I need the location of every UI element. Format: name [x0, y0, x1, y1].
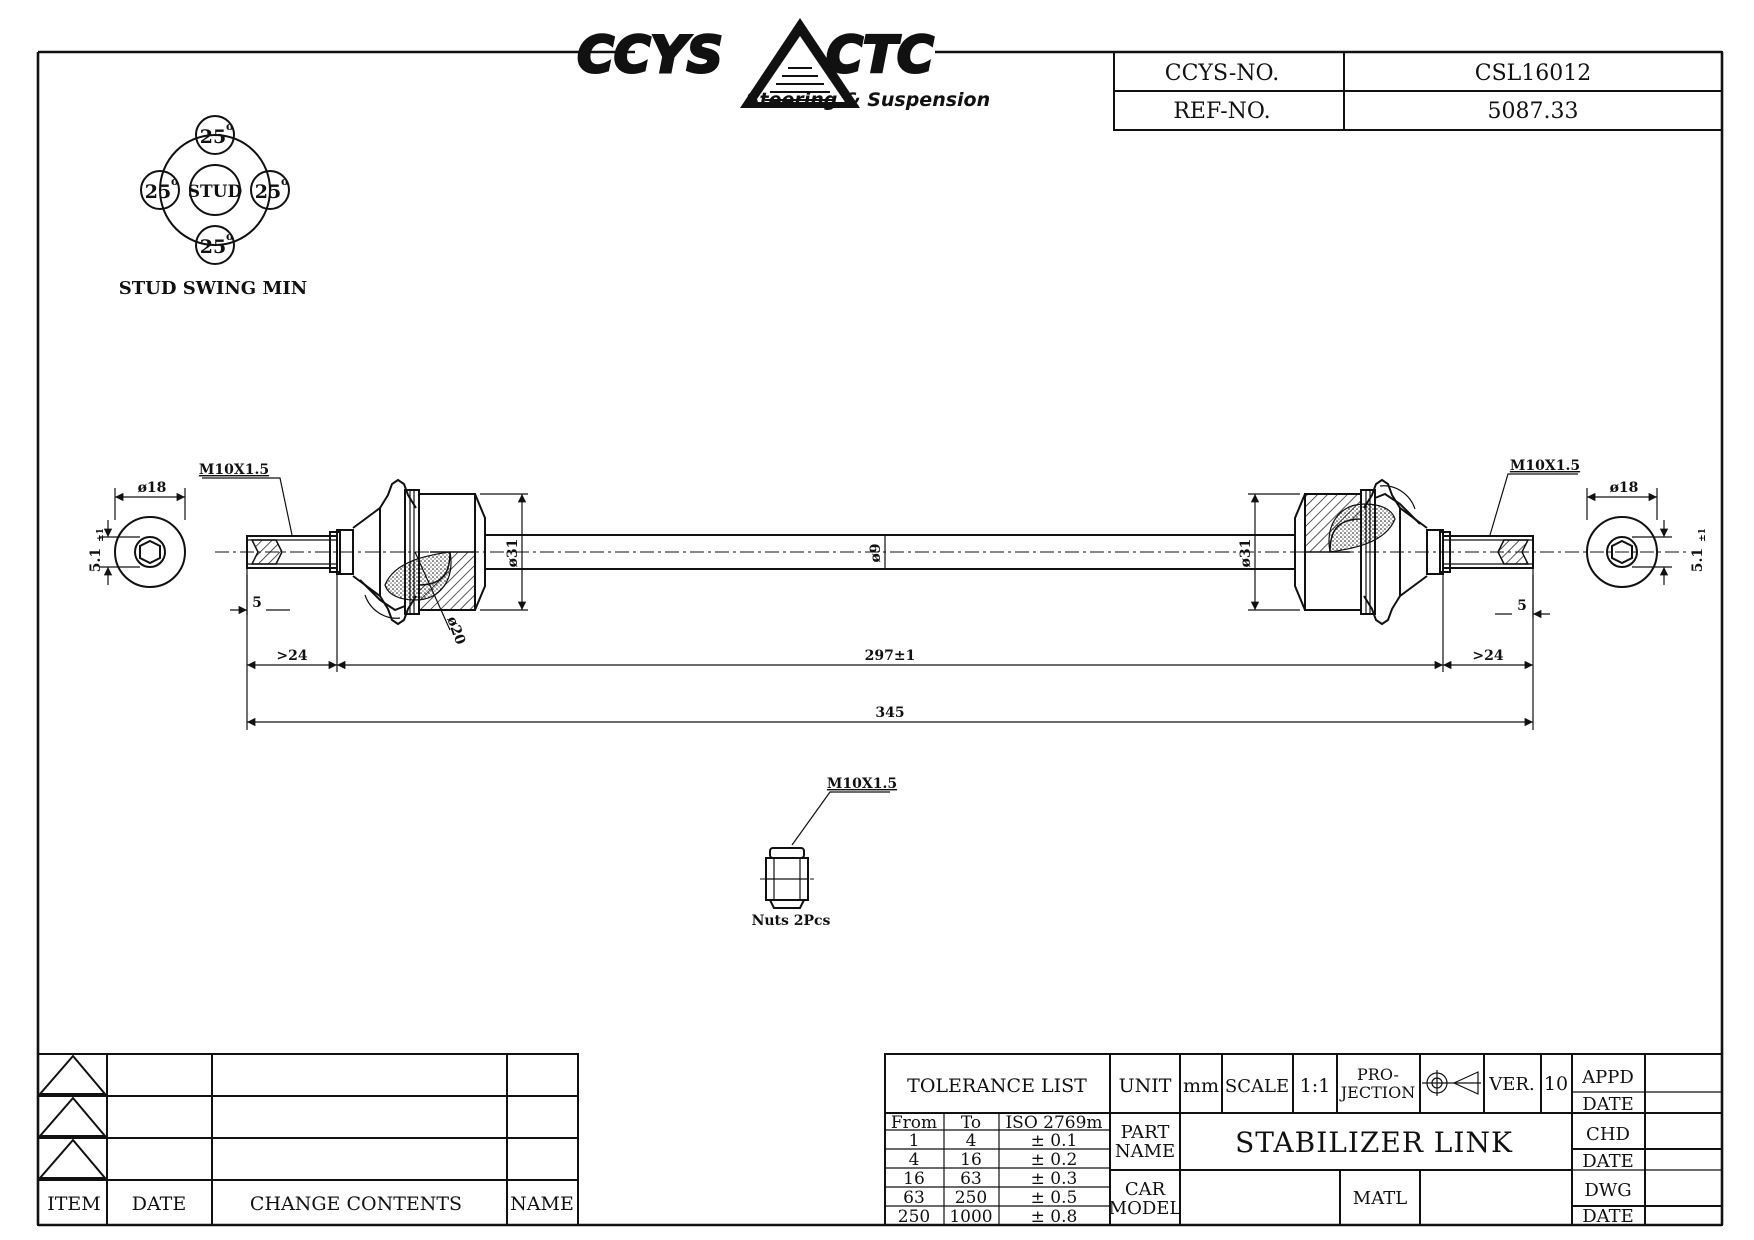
tol-row3-iso: ± 0.3 [1031, 1169, 1078, 1189]
rev-header-name: NAME [510, 1193, 574, 1215]
appd-date-label: DATE [1582, 1094, 1634, 1115]
left-ball-joint-housing [359, 478, 486, 631]
ref-no-label: REF-NO. [1173, 99, 1270, 124]
tol-row1-to: 4 [966, 1131, 977, 1151]
center-length-dim: 297±1 [865, 648, 916, 664]
appd-label: APPD [1581, 1067, 1634, 1088]
left-thread-label: M10X1.5 [199, 462, 269, 478]
tol-row5-to: 1000 [949, 1207, 992, 1227]
left-side-dim: 5.1 [88, 548, 104, 572]
tol-row1-from: 1 [909, 1131, 920, 1151]
right-diam18-label: ø18 [1610, 480, 1639, 496]
chd-label: CHD [1586, 1124, 1630, 1145]
rod-diam9-label: ø9 [868, 543, 884, 562]
right-side-tol: ±1 [1698, 528, 1708, 542]
nut-drawing: M10X1.5 Nuts 2Pcs [752, 776, 898, 929]
tolerance-title: TOLERANCE LIST [907, 1075, 1087, 1097]
part-name-label-2: NAME [1115, 1141, 1175, 1162]
part-name-value: STABILIZER LINK [1235, 1126, 1513, 1159]
tol-header-iso: ISO 2769m [1005, 1113, 1102, 1133]
projection-label-1: PRO- [1357, 1065, 1399, 1084]
tol-row3-to: 63 [960, 1169, 982, 1189]
header-number-table: CCYS-NO. CSL16012 REF-NO. 5087.33 [1113, 51, 1723, 131]
left-gt24-dim: >24 [276, 648, 307, 664]
rev-header-change: CHANGE CONTENTS [250, 1193, 462, 1215]
stud-swing-diagram: STUD 25 25 25 25 o o o o STUD SWING MIN [119, 115, 308, 299]
scale-label: SCALE [1225, 1076, 1289, 1097]
matl-label: MATL [1353, 1188, 1407, 1209]
ver-label: VER. [1488, 1074, 1534, 1095]
ccys-no-label: CCYS-NO. [1165, 61, 1280, 86]
nut-caption: Nuts 2Pcs [752, 913, 831, 929]
swing-angle-top: 25 [200, 126, 226, 148]
tol-row3-from: 16 [903, 1169, 925, 1189]
swing-angle-right: 25 [255, 181, 281, 203]
car-model-label-1: CAR [1125, 1179, 1166, 1200]
ball-diam20-label: ø20 [443, 614, 468, 647]
degree-mark-left: o [171, 175, 178, 188]
dwg-label: DWG [1584, 1180, 1631, 1201]
chd-date-label: DATE [1582, 1151, 1634, 1172]
projection-label-2: JECTION [1339, 1083, 1415, 1102]
right-gt24-dim: >24 [1472, 648, 1503, 664]
part-name-label-1: PART [1121, 1122, 1170, 1143]
swing-angle-bottom: 25 [200, 236, 226, 258]
rev-header-date: DATE [132, 1193, 186, 1215]
tol-row1-iso: ± 0.1 [1031, 1131, 1078, 1151]
swing-center-label: STUD [188, 182, 243, 202]
swing-angle-left: 25 [145, 181, 171, 203]
left-five-dim: 5 [252, 595, 262, 611]
right-end-view [1586, 488, 1672, 588]
projection-symbol-icon [1422, 1070, 1481, 1096]
left-side-tol: ±1 [96, 528, 106, 542]
company-logo: CCYS CTC Steering & Suspension [576, 18, 990, 111]
right-five-dim: 5 [1517, 598, 1527, 614]
unit-value: mm [1183, 1075, 1219, 1097]
ver-value: 10 [1544, 1073, 1568, 1095]
rev-header-item: ITEM [47, 1193, 101, 1215]
degree-mark-top: o [226, 120, 233, 133]
tol-row2-iso: ± 0.2 [1031, 1150, 1078, 1170]
sheet-border [36, 50, 1724, 1227]
logo-left-text: CCYS [577, 26, 723, 84]
right-ball-joint-housing [1294, 478, 1421, 626]
revision-table: ITEM DATE CHANGE CONTENTS NAME [37, 1053, 579, 1226]
tol-row5-iso: ± 0.8 [1031, 1207, 1078, 1227]
tol-row2-from: 4 [909, 1150, 920, 1170]
logo-tagline: Steering & Suspension [746, 89, 990, 111]
right-diam31-label: ø31 [1238, 539, 1254, 568]
right-threaded-stud [1399, 506, 1534, 598]
left-diam18-label: ø18 [138, 480, 167, 496]
tol-row4-to: 250 [955, 1188, 987, 1208]
nut-thread-label: M10X1.5 [827, 776, 897, 792]
title-block: TOLERANCE LIST From To ISO 2769m 1 4 ± 0… [884, 1053, 1723, 1227]
tol-header-from: From [891, 1113, 937, 1133]
center-rod [480, 493, 1300, 611]
tol-row5-from: 250 [898, 1207, 930, 1227]
stabilizer-link-drawing: ø18 5.1 ±1 [88, 458, 1708, 730]
degree-mark-right: o [281, 175, 288, 188]
tol-row2-to: 16 [960, 1150, 982, 1170]
logo-right-text: CTC [826, 26, 934, 84]
ccys-no-value: CSL16012 [1475, 61, 1592, 86]
ref-no-value: 5087.33 [1488, 99, 1579, 124]
left-diam31-label: ø31 [505, 539, 521, 568]
tol-row4-from: 63 [903, 1188, 925, 1208]
dwg-date-label: DATE [1582, 1206, 1634, 1227]
right-side-dim: 5.1 [1690, 548, 1706, 572]
car-model-label-2: MODEL [1109, 1198, 1182, 1219]
right-thread-label: M10X1.5 [1510, 458, 1580, 474]
tol-header-to: To [961, 1113, 981, 1133]
scale-value: 1:1 [1300, 1075, 1331, 1097]
swing-caption: STUD SWING MIN [119, 278, 308, 299]
tol-row4-iso: ± 0.5 [1031, 1188, 1078, 1208]
degree-mark-bottom: o [226, 230, 233, 243]
total-length-dim: 345 [875, 705, 904, 721]
left-end-view [100, 488, 186, 588]
unit-label: UNIT [1119, 1075, 1172, 1097]
